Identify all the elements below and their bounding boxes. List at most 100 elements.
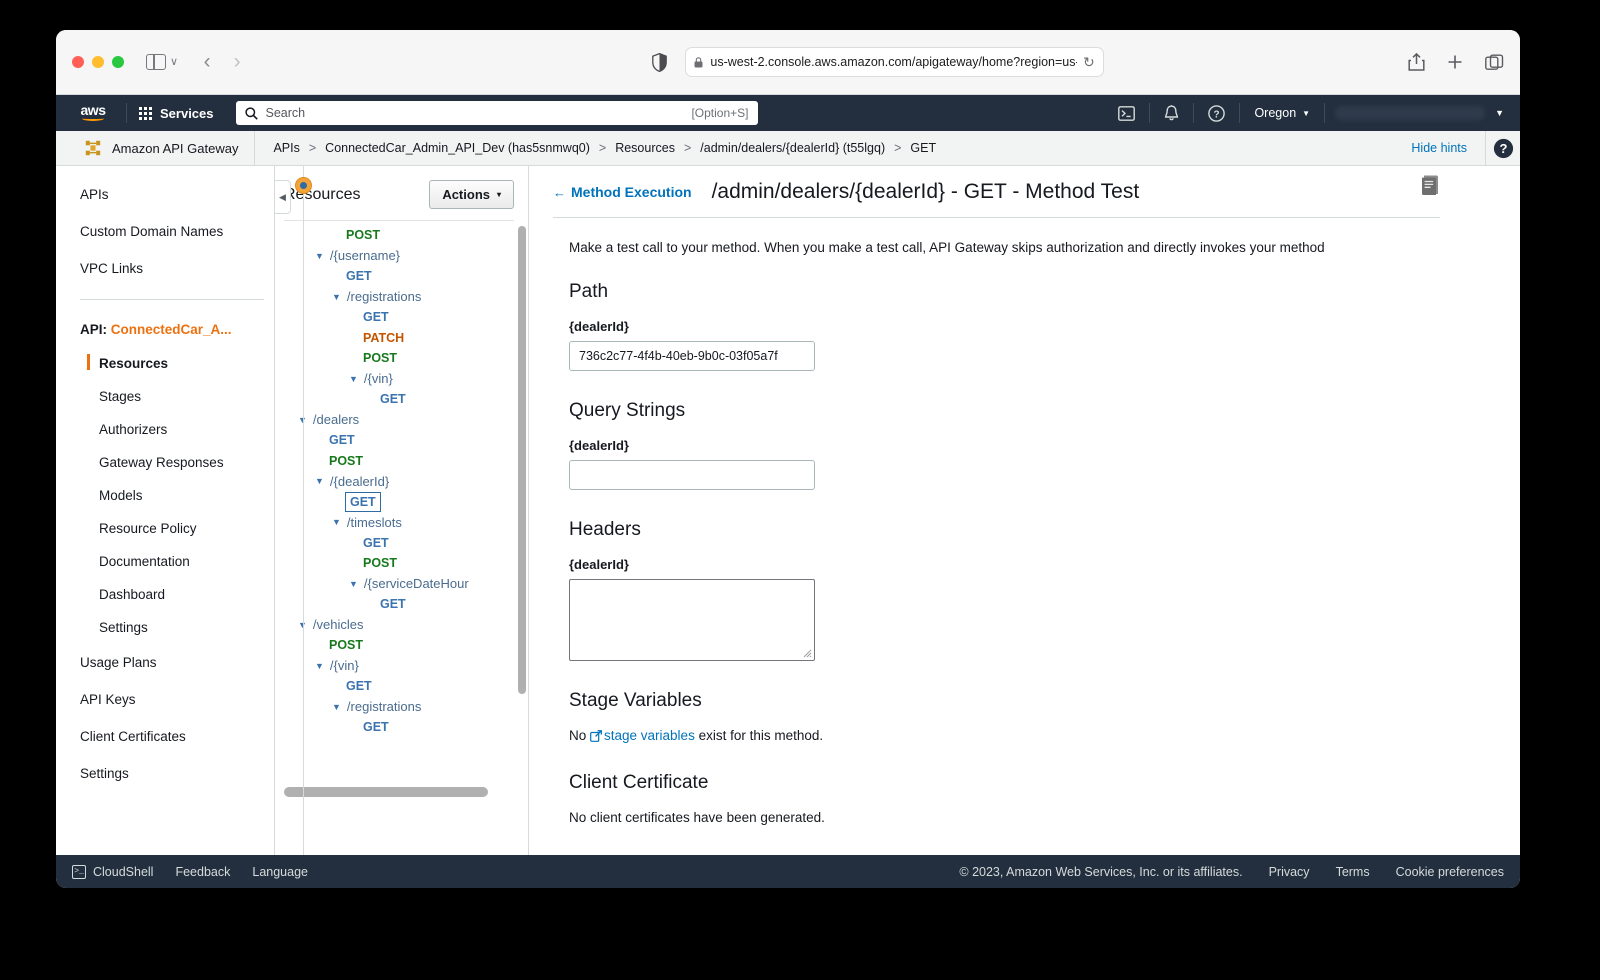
tree-resource-node[interactable]: ▼/registrations	[284, 697, 528, 718]
share-icon[interactable]	[1408, 53, 1425, 71]
stage-variables-link[interactable]: stage variables	[590, 728, 695, 743]
sidebar-item-settings-global[interactable]: Settings	[80, 766, 129, 781]
hide-hints-link[interactable]: Hide hints	[1411, 141, 1467, 155]
sidebar-item-settings[interactable]: Settings	[99, 620, 148, 635]
sidebar-item-resource-policy[interactable]: Resource Policy	[99, 521, 197, 536]
tree-method-get[interactable]: GET	[284, 389, 528, 410]
terms-link[interactable]: Terms	[1335, 864, 1370, 879]
tree-resource-node[interactable]: ▼/{vin}	[284, 656, 528, 677]
tab-overview-icon[interactable]	[1485, 54, 1504, 71]
breadcrumb-item-resource[interactable]: /admin/dealers/{dealerId} (t55lgq)	[700, 141, 886, 155]
sidebar-toggle-icon[interactable]	[146, 54, 166, 70]
tree-vertical-scrollbar[interactable]	[518, 226, 526, 694]
splitter-handle-icon[interactable]	[294, 177, 312, 194]
tree-resource-node[interactable]: ▼/{dealerId}	[284, 471, 528, 492]
breadcrumb-item-api[interactable]: ConnectedCar_Admin_API_Dev (has5snmwq0)	[325, 141, 590, 155]
tree-method-get[interactable]: GET	[284, 491, 528, 513]
tree-method-get[interactable]: GET	[284, 307, 528, 328]
tree-method-get[interactable]: GET	[284, 430, 528, 451]
notifications-button[interactable]	[1150, 95, 1193, 131]
path-param-input[interactable]: 736c2c77-4f4b-40eb-9b0c-03f05a7f	[569, 341, 815, 371]
tree-method-get[interactable]: GET	[284, 717, 528, 738]
tree-method-get[interactable]: GET	[284, 266, 528, 287]
tree-resource-node[interactable]: ▼/{serviceDateHour	[284, 574, 528, 595]
privacy-shield-icon[interactable]	[652, 52, 668, 72]
query-param-input[interactable]	[569, 460, 815, 490]
help-panel-button[interactable]: ?	[1485, 131, 1520, 165]
sidebar-item-vpc-links[interactable]: VPC Links	[80, 261, 144, 276]
service-home-link[interactable]: Amazon API Gateway	[56, 131, 256, 165]
tree-method-get[interactable]: GET	[284, 594, 528, 615]
tree-method-post[interactable]: POST	[284, 635, 528, 656]
region-selector[interactable]: Oregon ▼	[1240, 95, 1324, 131]
sidebar-item-models[interactable]: Models	[99, 488, 143, 503]
actions-button[interactable]: Actions ▾	[429, 180, 514, 209]
resize-grip-icon[interactable]	[803, 649, 812, 658]
sidebar-item-custom-domain-names[interactable]: Custom Domain Names	[80, 224, 224, 239]
sidebar-item-documentation[interactable]: Documentation	[99, 554, 190, 569]
tree-resource-node[interactable]: ▼/registrations	[284, 287, 528, 308]
sidebar-item-usage-plans[interactable]: Usage Plans	[80, 655, 157, 670]
sidebar-item-resources[interactable]: Resources	[56, 347, 274, 380]
tree-method-get[interactable]: GET	[284, 676, 528, 697]
caret-down-icon[interactable]: ▼	[349, 373, 358, 384]
privacy-link[interactable]: Privacy	[1268, 864, 1310, 879]
caret-down-icon[interactable]: ▼	[298, 620, 307, 630]
tree-resource-node[interactable]: ▼/dealers	[284, 410, 528, 431]
caret-down-icon[interactable]: ▼	[315, 476, 324, 487]
tree-method-post[interactable]: POST	[284, 553, 528, 574]
sidebar-item-stages[interactable]: Stages	[99, 389, 142, 404]
header-param-textarea[interactable]	[569, 579, 815, 661]
tree-horizontal-scrollbar[interactable]	[284, 787, 506, 797]
sidebar-api-name[interactable]: ConnectedCar_A...	[110, 322, 232, 337]
panel-splitter[interactable]	[294, 166, 312, 855]
sidebar-item-authorizers[interactable]: Authorizers	[99, 422, 168, 437]
sidebar-item-client-certificates[interactable]: Client Certificates	[80, 729, 186, 744]
caret-down-icon[interactable]: ▼	[349, 578, 358, 589]
cloudshell-link[interactable]: >_ CloudShell	[72, 864, 153, 879]
address-bar[interactable]: us-west-2.console.aws.amazon.com/apigate…	[685, 47, 1104, 77]
caret-down-icon[interactable]: ▼	[332, 291, 341, 302]
global-search-input[interactable]: Search [Option+S]	[235, 101, 758, 125]
tree-resource-node[interactable]: ▼/vehicles	[284, 615, 528, 636]
breadcrumb-item-resources[interactable]: Resources	[615, 141, 675, 155]
tree-method-post[interactable]: POST	[284, 348, 528, 369]
window-traffic-lights[interactable]	[72, 56, 124, 68]
caret-down-icon[interactable]: ▼	[332, 701, 341, 712]
collapse-sidebar-button[interactable]: ◀	[275, 180, 291, 214]
breadcrumb-item-apis[interactable]: APIs	[273, 141, 300, 155]
tree-method-patch[interactable]: PATCH	[284, 328, 528, 349]
chevron-down-icon[interactable]: ▼	[1495, 108, 1504, 118]
account-menu[interactable]	[1335, 106, 1486, 120]
tree-resource-node[interactable]: ▼/{username}	[284, 246, 528, 267]
caret-down-icon[interactable]: ▼	[315, 660, 324, 671]
feedback-link[interactable]: Feedback	[175, 864, 231, 879]
sidebar-item-gateway-responses[interactable]: Gateway Responses	[99, 455, 224, 470]
method-execution-back-link[interactable]: ← Method Execution	[553, 184, 692, 200]
sidebar-item-apis[interactable]: APIs	[80, 187, 109, 202]
tree-resource-node[interactable]: ▼/timeslots	[284, 512, 528, 533]
caret-down-icon[interactable]: ▼	[332, 517, 341, 528]
reload-icon[interactable]: ↻	[1082, 53, 1095, 70]
caret-down-icon[interactable]: ▼	[298, 415, 307, 425]
new-tab-icon[interactable]	[1447, 54, 1463, 70]
close-window-button[interactable]	[72, 56, 84, 68]
tree-method-post[interactable]: POST	[284, 451, 528, 472]
sidebar-item-dashboard[interactable]: Dashboard	[99, 587, 166, 602]
back-button[interactable]: ‹	[203, 50, 211, 73]
cookie-preferences-link[interactable]: Cookie preferences	[1395, 864, 1504, 879]
minimize-window-button[interactable]	[92, 56, 104, 68]
caret-down-icon[interactable]: ▼	[315, 250, 324, 261]
aws-logo[interactable]: aws	[76, 103, 110, 121]
services-menu-button[interactable]: Services	[127, 95, 226, 131]
tree-method-get[interactable]: GET	[284, 533, 528, 554]
sidebar-item-api-keys[interactable]: API Keys	[80, 692, 136, 707]
language-link[interactable]: Language	[252, 864, 308, 879]
maximize-window-button[interactable]	[112, 56, 124, 68]
forward-button[interactable]: ›	[233, 50, 241, 73]
breadcrumb-item-method[interactable]: GET	[910, 141, 937, 155]
scrollbar-thumb[interactable]	[284, 787, 489, 797]
tree-resource-node[interactable]: ▼/{vin}	[284, 369, 528, 390]
help-button[interactable]: ?	[1194, 95, 1239, 131]
